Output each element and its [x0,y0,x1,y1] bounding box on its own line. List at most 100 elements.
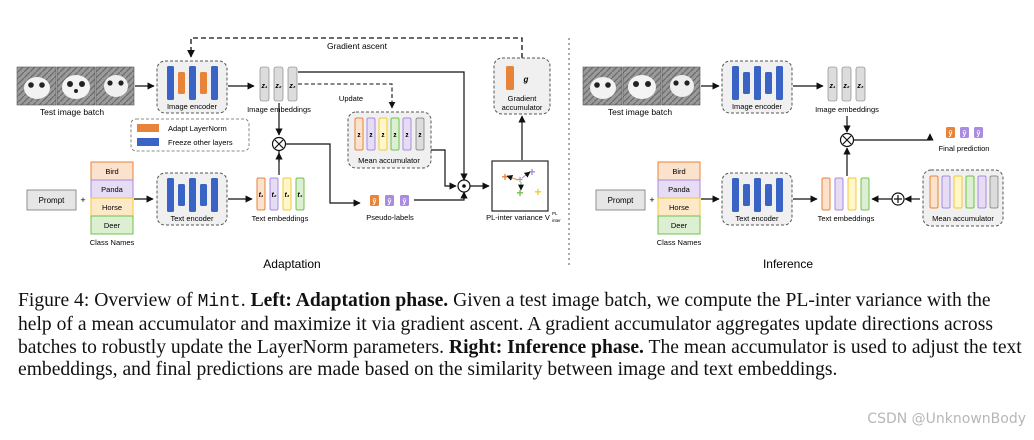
inference-image-embedding-z2: z₂ [842,83,850,90]
pl-inter-variance-label: PL-inter variance V [486,213,550,222]
svg-text:ŷ: ŷ [963,131,967,138]
legend-freeze-label: Freeze other layers [168,138,233,147]
gradient-accumulator-bar [506,66,514,90]
gradient-accumulator-label-1: Gradient [508,94,538,103]
svg-text:z̄: z̄ [405,131,409,139]
text-embedding-t1: t₁ [259,192,264,199]
caption-right-text: The mean accumulator is used to adjust t… [18,336,1022,381]
class-bird: Bird [105,167,118,176]
pl-inter-variance-sup: PL [552,211,558,216]
class-names-list [90,161,134,235]
image-embedding-z1: z₁ [261,83,269,90]
text-embeddings-bars [256,177,305,211]
inference-multiply-node [839,132,855,148]
class-deer: Deer [104,221,121,230]
inference-prompt-plus: + [649,195,654,205]
svg-text:ŷ: ŷ [403,199,407,206]
text-encoder-layers [167,178,218,212]
image-embedding-z2: z₂ [274,83,282,90]
inference-text-embeddings-bars [821,177,870,211]
mint-overview-diagram: Gradient ascent Test image batch Image e… [16,37,1004,271]
image-encoder-layers [167,66,218,100]
inference-class-names-label: Class Names [657,238,702,247]
text-embedding-t2: t₂ [271,192,276,199]
mean-accumulator-bars: z̄ z̄ z̄ z̄ z̄ z̄ [354,117,425,151]
caption-fig-label: Figure 4: Overview of [18,290,198,311]
variance-combine-node [457,179,471,193]
svg-text:ŷ: ŷ [388,199,392,206]
svg-text:+: + [516,186,523,200]
pseudo-labels-icons: ŷ ŷ ŷ [370,195,409,206]
text-embeddings-label: Text embeddings [252,214,309,223]
inference-class-horse: Horse [669,203,689,212]
class-names-label: Class Names [90,238,135,247]
inference-text-encoder-label: Text encoder [736,214,779,223]
text-embedding-t4: t₄ [297,192,302,199]
adaptation-label: Adaptation [263,257,320,271]
svg-text:z̄: z̄ [357,131,361,139]
mean-accumulator-label: Mean accumulator [358,156,420,165]
pl-inter-variance-sub: inter [552,218,561,223]
final-prediction-label: Final prediction [939,144,990,153]
image-encoder-label: Image encoder [167,102,218,111]
inference-class-names-list [657,161,701,235]
gradient-ascent-label: Gradient ascent [327,41,388,51]
svg-text:ŷ: ŷ [373,199,377,206]
text-embedding-t3: t₃ [284,192,289,199]
caption-method-name: Mint [197,292,241,312]
svg-text:z̄: z̄ [393,131,397,139]
class-panda: Panda [101,185,124,194]
caption-right-heading: Right: Inference phase. [448,336,644,358]
inference-class-panda: Panda [668,185,691,194]
svg-text:+: + [517,175,523,186]
gradient-accumulator-label-2: accumulator [502,103,543,112]
inference-test-images [582,66,701,106]
class-horse: Horse [102,203,122,212]
inference-test-image-batch-label: Test image batch [608,107,673,117]
inference-image-encoder-layers [732,66,783,100]
encoder-legend-box [130,118,250,152]
update-dashed-arrow [298,83,396,109]
svg-text:ŷ: ŷ [977,131,981,138]
inference-text-embeddings-label: Text embeddings [818,214,875,223]
similarity-multiply-node [271,136,287,152]
image-embeddings-bars [259,66,298,102]
inference-text-encoder-layers [732,178,783,212]
prompt-box [26,189,77,211]
inference-prompt-box [595,189,646,211]
inference-class-deer: Deer [671,221,688,230]
legend-freeze-swatch [137,138,159,146]
inference-label: Inference [763,257,813,271]
legend-adapt-label: Adapt LayerNorm [168,124,227,133]
pl-inter-variance-plot: + + + + + [501,165,541,200]
inference-add-node [891,192,905,206]
svg-text:+: + [501,170,508,184]
inference-mean-accumulator-label: Mean accumulator [932,214,994,223]
inference-image-embeddings-label: Image embeddings [815,105,879,114]
inference-mean-accumulator-bars [929,175,999,209]
svg-text:ŷ: ŷ [949,131,953,138]
svg-text:z̄: z̄ [418,131,422,139]
prompt-label: Prompt [39,196,66,205]
inference-image-encoder-label: Image encoder [732,102,783,111]
legend-adapt-swatch [137,124,159,132]
test-image-batch-images [16,66,135,106]
test-image-batch-label: Test image batch [40,107,105,117]
caption-left-text: Given a test image batch, we compute the… [18,290,993,358]
svg-text:+: + [528,165,535,179]
svg-text:z̄: z̄ [369,131,373,139]
inference-image-embeddings-bars [827,66,866,102]
update-label: Update [339,94,363,103]
caption-dot: . [240,290,251,311]
gradient-accumulator-symbol: g [523,75,529,84]
svg-text:z̄: z̄ [381,131,385,139]
image-embedding-z3: z₃ [288,83,296,90]
inference-class-bird: Bird [672,167,685,176]
gradient-ascent-loop [187,37,523,58]
watermark: CSDN @UnknownBody [867,411,1026,427]
prompt-plus: + [80,195,85,205]
inference-prompt-label: Prompt [608,196,635,205]
inference-image-embedding-z1: z₁ [829,83,837,90]
final-prediction-icons: ŷ ŷ ŷ [946,127,983,138]
pseudo-labels-label: Pseudo-labels [366,213,414,222]
